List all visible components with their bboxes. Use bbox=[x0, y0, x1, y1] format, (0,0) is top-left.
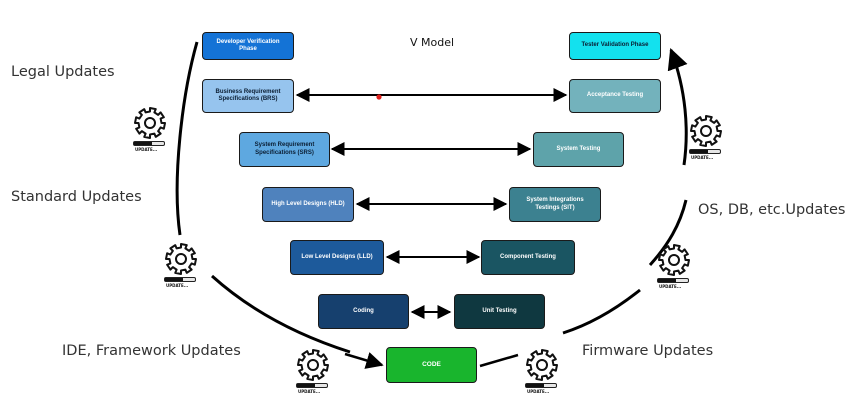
left-outer-arc bbox=[175, 41, 199, 236]
right-outer-arc bbox=[667, 48, 688, 166]
legal-updates-label: Legal Updates bbox=[11, 64, 115, 80]
acceptance-testing-box: Acceptance Testing bbox=[569, 79, 661, 113]
coding-box: Coding bbox=[318, 294, 409, 329]
update-caption: UPDATE... bbox=[298, 389, 321, 394]
ide-framework-updates-label: IDE, Framework Updates bbox=[62, 343, 241, 359]
line-out-of-code bbox=[479, 353, 519, 368]
tester-validation-header: Tester Validation Phase bbox=[569, 32, 661, 60]
update-progress-fill bbox=[658, 279, 676, 282]
update-progress-bar bbox=[296, 383, 328, 388]
update-gear-2: UPDATE... bbox=[164, 242, 198, 288]
firmware-updates-label: Firmware Updates bbox=[582, 343, 714, 359]
update-progress-fill bbox=[297, 384, 315, 387]
update-gear-4: UPDATE... bbox=[689, 114, 723, 160]
update-progress-fill bbox=[526, 384, 544, 387]
red-dot-marker bbox=[376, 94, 382, 100]
update-caption: UPDATE... bbox=[166, 283, 189, 288]
hld-box: High Level Designs (HLD) bbox=[262, 187, 354, 222]
gear-icon bbox=[297, 349, 329, 381]
component-testing-box: Component Testing bbox=[481, 240, 575, 275]
update-caption: UPDATE... bbox=[527, 389, 550, 394]
gear-icon bbox=[134, 107, 166, 139]
right-mid-arc bbox=[648, 199, 688, 267]
update-progress-bar bbox=[657, 278, 689, 283]
update-progress-fill bbox=[690, 150, 708, 153]
sit-box: System Integrations Testings (SIT) bbox=[509, 187, 601, 222]
update-progress-bar bbox=[133, 141, 165, 146]
standard-updates-label: Standard Updates bbox=[11, 189, 142, 205]
update-gear-1: UPDATE... bbox=[133, 106, 167, 152]
update-caption: UPDATE... bbox=[135, 147, 158, 152]
gear-icon bbox=[658, 244, 690, 276]
update-gear-5: UPDATE... bbox=[657, 243, 691, 289]
unit-testing-box: Unit Testing bbox=[454, 294, 545, 329]
srs-box: System Requirement Specifications (SRS) bbox=[239, 132, 330, 167]
update-progress-fill bbox=[165, 278, 183, 281]
update-progress-bar bbox=[689, 149, 721, 154]
code-box: CODE bbox=[386, 347, 477, 383]
right-lower-arc bbox=[562, 288, 641, 335]
gear-icon bbox=[526, 349, 558, 381]
update-gear-6: UPDATE... bbox=[525, 348, 559, 394]
lld-box: Low Level Designs (LLD) bbox=[290, 240, 384, 275]
developer-verification-header: Developer Verification Phase bbox=[202, 32, 294, 60]
diagram-title: V Model bbox=[409, 36, 455, 49]
system-testing-box: System Testing bbox=[533, 132, 624, 167]
update-progress-bar bbox=[164, 277, 196, 282]
update-gear-3: UPDATE... bbox=[296, 348, 330, 394]
gear-icon bbox=[690, 115, 722, 147]
arrow-into-code bbox=[344, 352, 384, 369]
update-caption: UPDATE... bbox=[691, 155, 714, 160]
brs-box: Business Requirement Specifications (BRS… bbox=[202, 79, 294, 113]
update-progress-fill bbox=[134, 142, 152, 145]
gear-icon bbox=[165, 243, 197, 275]
os-db-updates-label: OS, DB, etc.Updates bbox=[698, 202, 846, 218]
update-caption: UPDATE... bbox=[659, 284, 682, 289]
left-lower-arc bbox=[210, 274, 351, 354]
update-progress-bar bbox=[525, 383, 557, 388]
